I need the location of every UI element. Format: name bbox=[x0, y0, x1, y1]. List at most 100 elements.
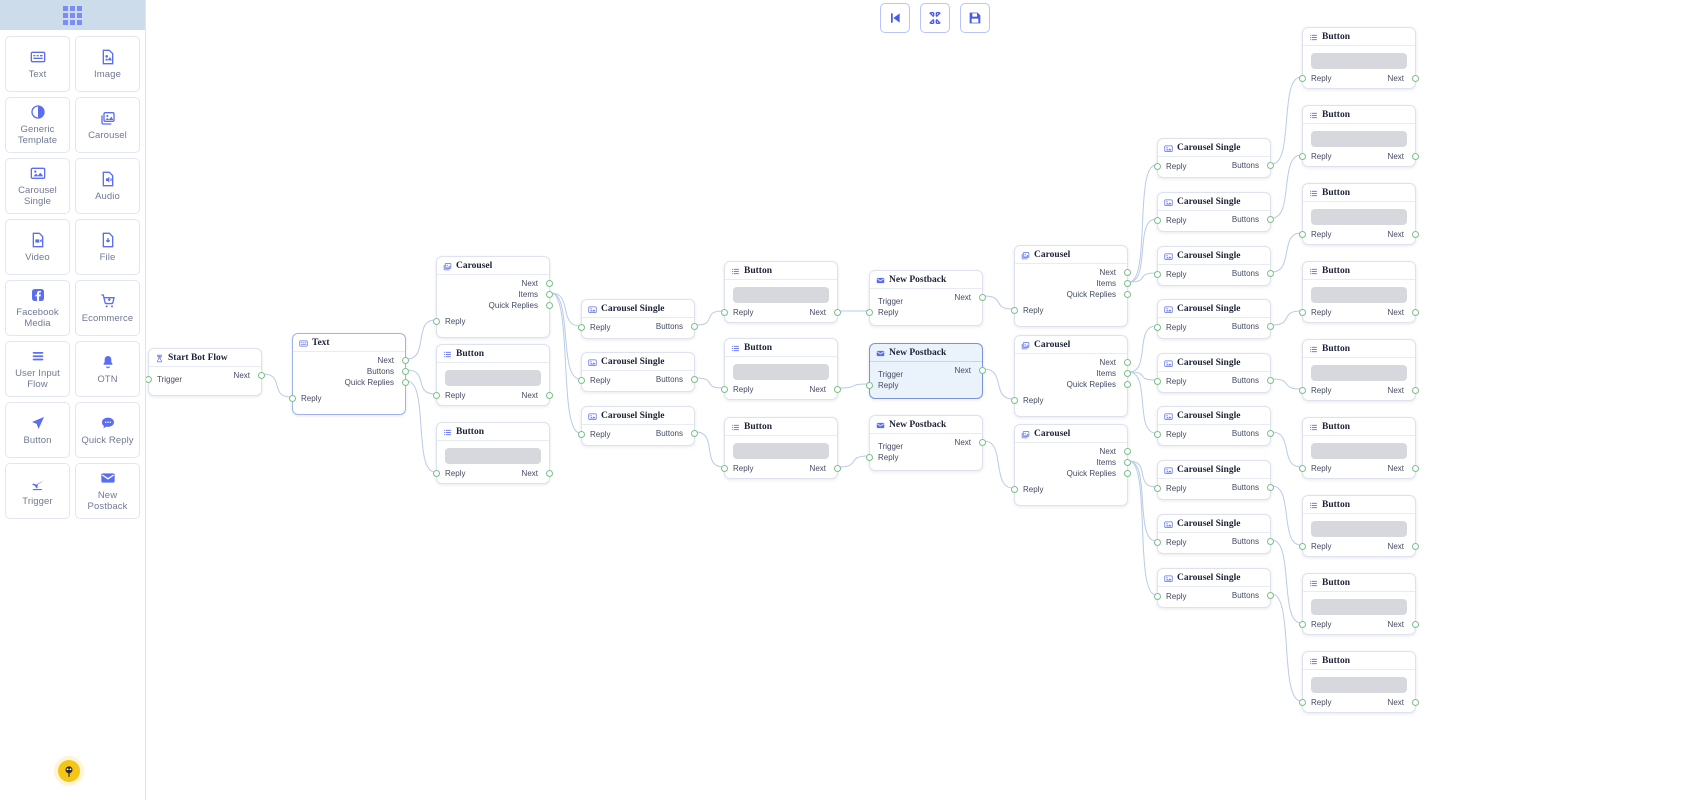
port-in-reply[interactable] bbox=[1299, 465, 1306, 472]
port-in-reply[interactable] bbox=[289, 395, 296, 402]
port-out-buttons[interactable] bbox=[1267, 270, 1274, 277]
port-out-next[interactable] bbox=[1412, 699, 1419, 706]
port-out-quick-replies[interactable] bbox=[1124, 470, 1131, 477]
port-out-items[interactable] bbox=[1124, 459, 1131, 466]
port-in-reply[interactable] bbox=[1154, 271, 1161, 278]
port-out-next[interactable] bbox=[979, 294, 986, 301]
port-in-reply[interactable] bbox=[866, 309, 873, 316]
port-out-next[interactable] bbox=[834, 309, 841, 316]
palette-item-carousel[interactable]: Carousel bbox=[75, 97, 140, 153]
palette-item-video[interactable]: Video bbox=[5, 219, 70, 275]
port-out-next[interactable] bbox=[1124, 269, 1131, 276]
palette-item-user-input-flow[interactable]: User Input Flow bbox=[5, 341, 70, 397]
port-in-reply[interactable] bbox=[721, 386, 728, 393]
port-out-next[interactable] bbox=[1412, 153, 1419, 160]
port-out-quick-replies[interactable] bbox=[1124, 291, 1131, 298]
port-out-items[interactable] bbox=[1124, 280, 1131, 287]
palette-item-new-postback[interactable]: New Postback bbox=[75, 463, 140, 519]
port-in-reply[interactable] bbox=[721, 465, 728, 472]
port-out-buttons[interactable] bbox=[1267, 538, 1274, 545]
palette-item-generic-template[interactable]: Generic Template bbox=[5, 97, 70, 153]
port-out-next[interactable] bbox=[546, 470, 553, 477]
palette-item-file[interactable]: File bbox=[75, 219, 140, 275]
port-out-buttons[interactable] bbox=[1267, 377, 1274, 384]
port-in-reply[interactable] bbox=[578, 431, 585, 438]
port-out-next[interactable] bbox=[258, 372, 265, 379]
port-in-reply[interactable] bbox=[1011, 486, 1018, 493]
port-in-reply[interactable] bbox=[578, 377, 585, 384]
port-in-reply[interactable] bbox=[1299, 621, 1306, 628]
port-in-reply[interactable] bbox=[1299, 75, 1306, 82]
port-in-reply[interactable] bbox=[1154, 593, 1161, 600]
port-out-items[interactable] bbox=[546, 291, 553, 298]
port-in-reply[interactable] bbox=[1154, 324, 1161, 331]
port-in-reply[interactable] bbox=[1299, 309, 1306, 316]
port-in-reply[interactable] bbox=[1154, 217, 1161, 224]
port-in-reply[interactable] bbox=[866, 382, 873, 389]
port-in-reply[interactable] bbox=[1011, 397, 1018, 404]
port-out-next[interactable] bbox=[834, 465, 841, 472]
palette-item-quick-reply[interactable]: Quick Reply bbox=[75, 402, 140, 458]
port-in-reply[interactable] bbox=[1299, 387, 1306, 394]
port-out-next[interactable] bbox=[546, 392, 553, 399]
port-out-items[interactable] bbox=[1124, 370, 1131, 377]
port-out-next[interactable] bbox=[979, 439, 986, 446]
port-out-next[interactable] bbox=[1412, 309, 1419, 316]
port-out-next[interactable] bbox=[1412, 621, 1419, 628]
go-to-start-button[interactable] bbox=[880, 3, 910, 33]
port-out-next[interactable] bbox=[1412, 231, 1419, 238]
port-out-next[interactable] bbox=[1124, 359, 1131, 366]
palette-item-image[interactable]: Image bbox=[75, 36, 140, 92]
port-out-next[interactable] bbox=[979, 367, 986, 374]
port-out-buttons[interactable] bbox=[1267, 323, 1274, 330]
port-out-buttons[interactable] bbox=[1267, 216, 1274, 223]
port-out-buttons[interactable] bbox=[691, 376, 698, 383]
port-in-reply[interactable] bbox=[1154, 163, 1161, 170]
palette-item-carousel-single[interactable]: Carousel Single bbox=[5, 158, 70, 214]
port-in-reply[interactable] bbox=[433, 318, 440, 325]
palette-item-facebook-media[interactable]: Facebook Media bbox=[5, 280, 70, 336]
port-in-reply[interactable] bbox=[1154, 485, 1161, 492]
port-out-buttons[interactable] bbox=[1267, 430, 1274, 437]
palette-item-audio[interactable]: Audio bbox=[75, 158, 140, 214]
port-out-next[interactable] bbox=[1412, 465, 1419, 472]
port-in-reply[interactable] bbox=[721, 309, 728, 316]
port-out-buttons[interactable] bbox=[402, 368, 409, 375]
port-out-buttons[interactable] bbox=[1267, 484, 1274, 491]
port-out-quick-replies[interactable] bbox=[402, 379, 409, 386]
save-button[interactable] bbox=[960, 3, 990, 33]
port-out-next[interactable] bbox=[834, 386, 841, 393]
palette-item-button[interactable]: Button bbox=[5, 402, 70, 458]
port-out-next[interactable] bbox=[1124, 448, 1131, 455]
